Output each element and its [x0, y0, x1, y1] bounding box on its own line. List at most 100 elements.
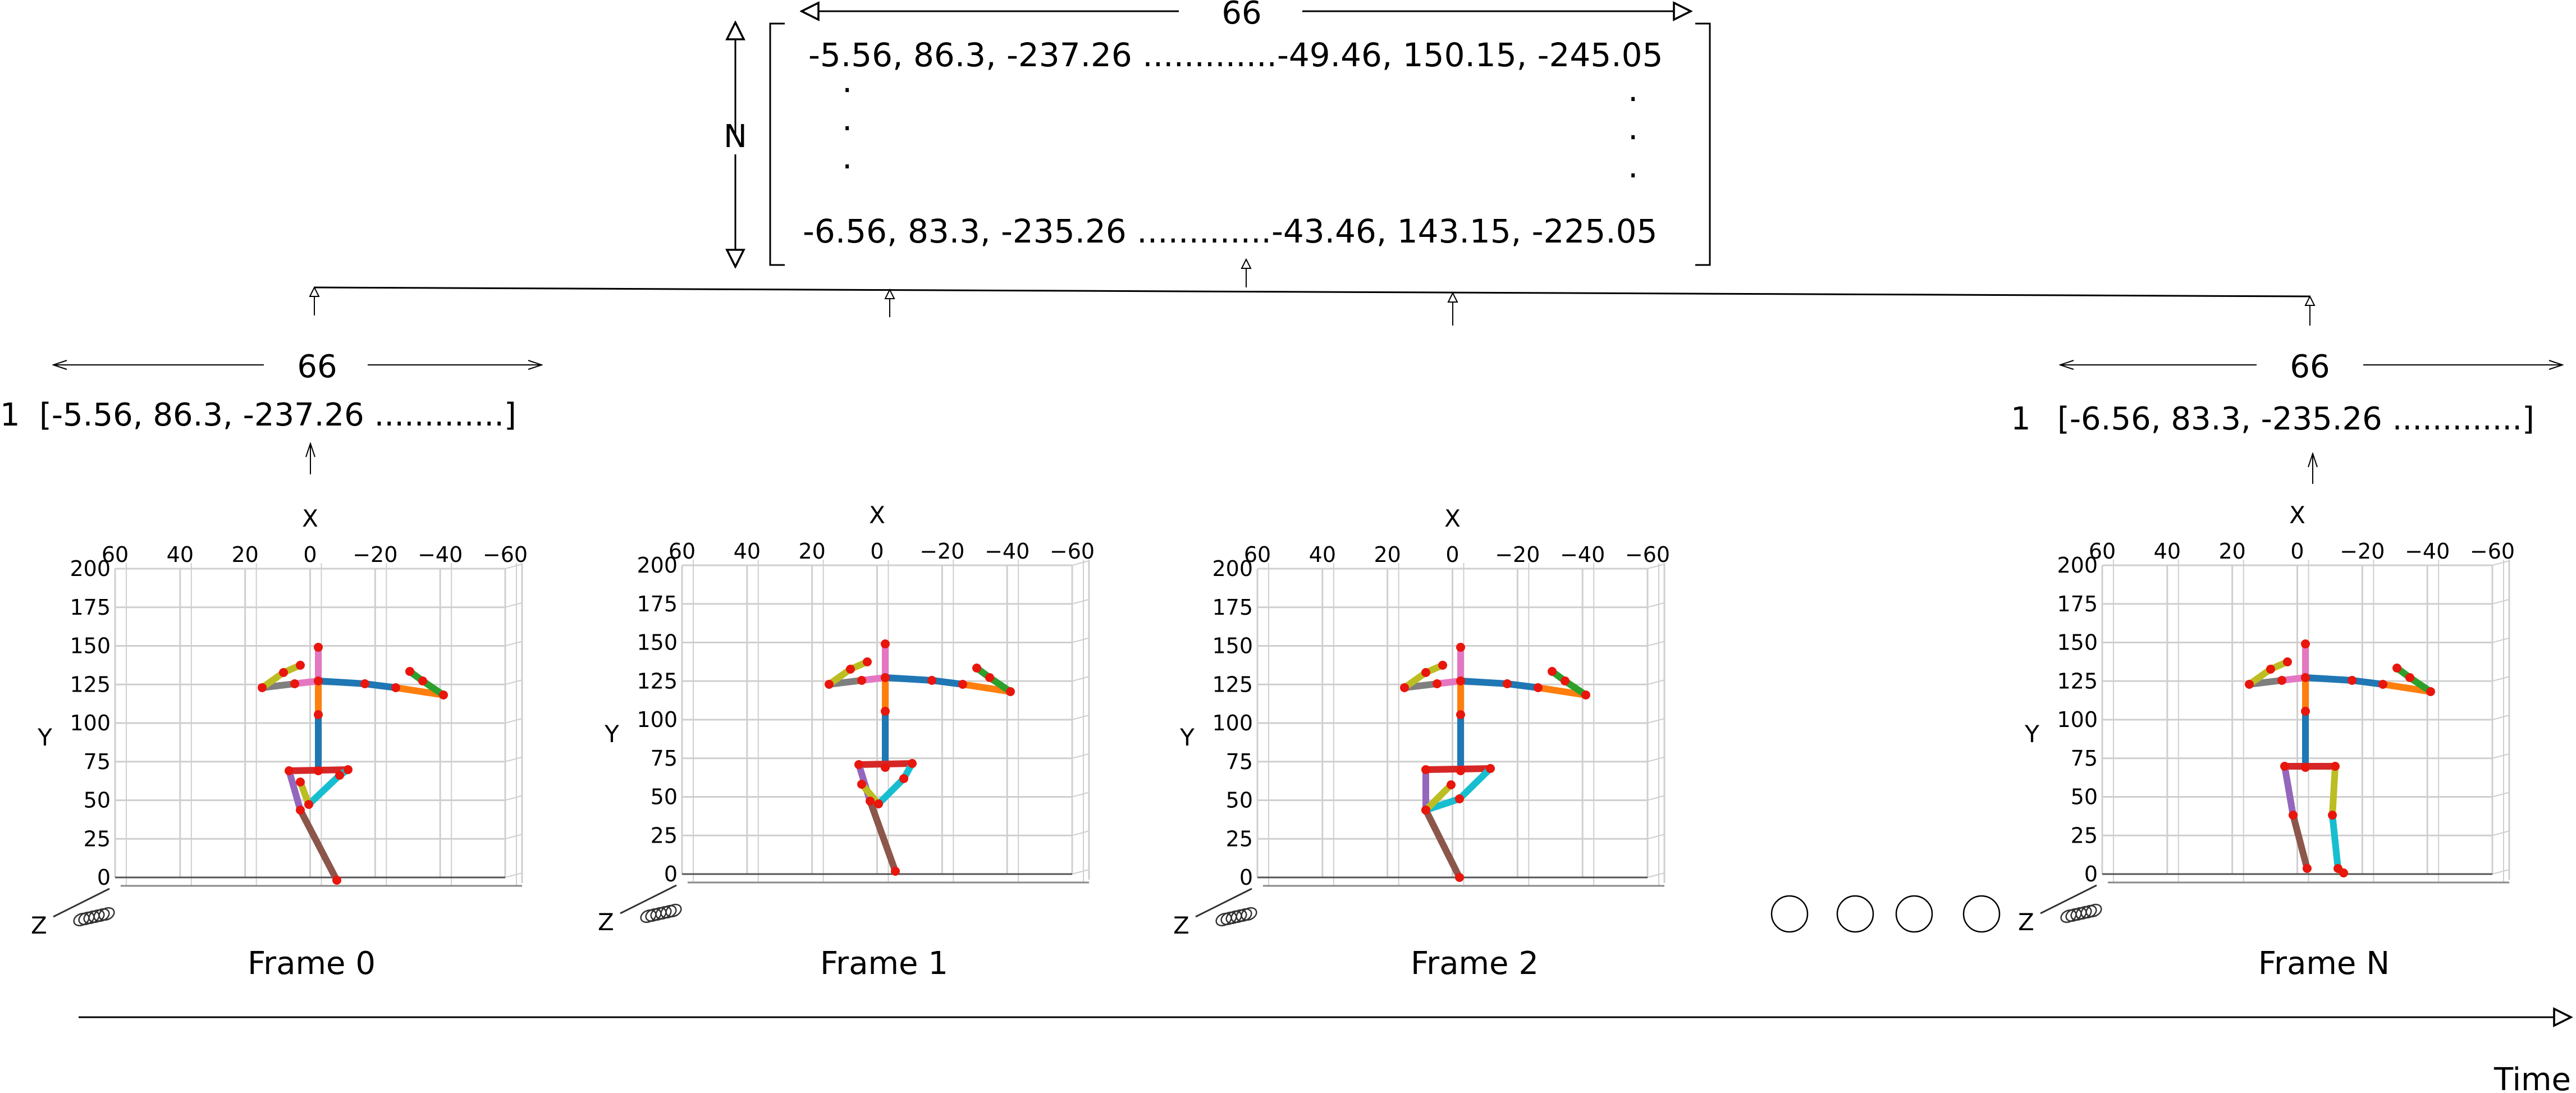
joint-marker — [296, 778, 305, 786]
bone-right-shoulder — [882, 674, 935, 684]
y-tick-label: 0 — [664, 862, 678, 886]
y-tick-label: 0 — [1239, 865, 1253, 890]
grid-line — [505, 641, 523, 647]
y-tick-label: 50 — [2071, 785, 2098, 810]
joint-marker — [332, 876, 341, 885]
z-axis-line — [53, 888, 110, 918]
joint-marker — [2328, 811, 2337, 820]
x-tick-label: −20 — [919, 539, 964, 564]
joint-marker — [2277, 676, 2286, 685]
joint-marker — [2378, 680, 2387, 689]
joint-marker — [857, 676, 866, 685]
grid-line — [505, 718, 523, 724]
bone-left-shin — [2290, 812, 2310, 872]
skeleton — [258, 643, 448, 885]
grid-line — [2492, 715, 2510, 720]
joint-marker — [1486, 764, 1495, 773]
bone-right-upper-arm — [362, 680, 399, 691]
matrix-dot: . — [842, 62, 852, 100]
vector-values: [-5.56, 86.3, -237.26 .............] — [39, 397, 516, 433]
time-label: Time — [2493, 1062, 2571, 1093]
x-axis-label: X — [869, 501, 885, 529]
z-axis-label: Z — [1173, 912, 1189, 939]
y-tick-label: 175 — [2057, 592, 2098, 616]
joint-marker — [314, 676, 323, 685]
joint-marker — [1421, 668, 1430, 677]
grid-line — [1072, 637, 1090, 643]
joint-marker — [296, 661, 305, 670]
collector-line — [314, 286, 2310, 298]
y-tick-label: 100 — [2057, 707, 2098, 732]
bone-right-upper-arm — [2349, 677, 2386, 688]
z-tick-glyph — [640, 909, 657, 923]
ellipsis-circle — [1962, 895, 2001, 933]
grid-line — [1647, 756, 1665, 762]
matrix-right-bracket — [1695, 22, 1711, 266]
z-tick-glyph — [93, 908, 110, 922]
x-tick-label: −20 — [1495, 542, 1540, 567]
joint-marker — [2392, 664, 2401, 673]
bone-left-shin — [867, 798, 899, 875]
x-tick-label: −40 — [418, 542, 463, 567]
x-tick-label: −20 — [2340, 539, 2385, 564]
grid-line — [1072, 869, 1090, 875]
z-tick-glyph — [1241, 907, 1257, 921]
joint-marker — [857, 780, 866, 789]
grid-line — [1647, 602, 1665, 608]
vector-row-label: 1 — [2011, 401, 2031, 437]
joint-marker — [2339, 868, 2348, 877]
y-tick-label: 150 — [1212, 634, 1253, 658]
bone-right-forearm — [392, 684, 447, 698]
z-tick-glyph — [1215, 912, 1232, 927]
joint-marker — [2266, 665, 2275, 674]
joint-marker — [1456, 710, 1465, 719]
bone-right-forearm — [1535, 684, 1589, 698]
bone-right-shin — [2329, 812, 2341, 872]
grid-line — [1072, 560, 1090, 566]
bone-left-thigh — [2281, 763, 2296, 818]
grid-line — [2492, 560, 2510, 566]
grid-line — [1647, 795, 1665, 801]
joint-marker — [2245, 680, 2254, 689]
vector-values: [-6.56, 83.3, -235.26 .............] — [2057, 401, 2534, 437]
y-tick-label: 200 — [70, 556, 111, 581]
joint-marker — [881, 707, 890, 716]
y-tick-label: 125 — [637, 669, 678, 693]
y-tick-label: 150 — [637, 630, 678, 655]
x-tick-label: 40 — [167, 542, 194, 567]
bone-right-thigh — [2329, 763, 2339, 818]
z-tick-glyph — [2070, 907, 2087, 921]
joint-marker — [958, 680, 967, 689]
z-axis-label: Z — [598, 908, 614, 936]
y-tick-label: 150 — [70, 634, 111, 658]
y-tick-label: 50 — [1226, 788, 1253, 813]
x-tick-label: 60 — [1244, 542, 1271, 567]
bone-left-thigh — [286, 767, 304, 813]
joint-marker — [314, 643, 323, 652]
grid-line — [1647, 872, 1665, 878]
matrix-height-label: N — [724, 118, 747, 155]
grid-line — [1647, 679, 1665, 685]
bone-right-forearm — [959, 681, 1014, 695]
z-tick-glyph — [1230, 909, 1247, 923]
ellipsis-circle — [1895, 895, 1933, 933]
x-tick-label: 20 — [2218, 539, 2245, 564]
joint-marker — [360, 679, 369, 688]
vector-dim-label: 66 — [2290, 349, 2330, 385]
x-tick-label: 20 — [231, 542, 258, 567]
z-tick-glyph — [98, 907, 115, 921]
bone-right-forearm — [2380, 681, 2434, 695]
joint-marker — [2405, 673, 2414, 682]
joint-marker — [296, 806, 305, 815]
z-axis-label: Z — [31, 912, 47, 939]
grid-line — [1647, 718, 1665, 724]
joint-marker — [825, 680, 834, 689]
joint-marker — [1455, 873, 1464, 882]
grid-line — [1072, 753, 1090, 759]
z-tick-glyph — [1236, 908, 1252, 922]
grid-line — [1647, 564, 1665, 569]
joint-marker — [881, 639, 890, 648]
